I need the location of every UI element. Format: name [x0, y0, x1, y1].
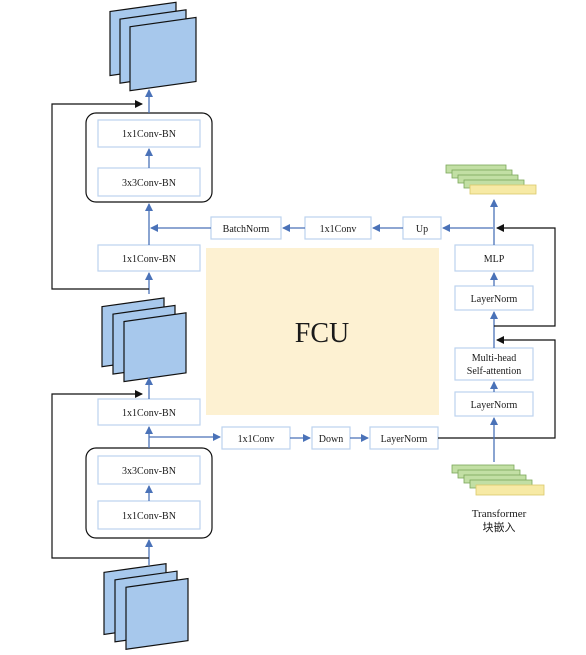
fcu-title: FCU — [295, 318, 349, 349]
layernorm-top-box — [454, 285, 534, 311]
layernorm-top-label: LayerNorm — [471, 294, 518, 305]
mhsa-label-line2: Self-attention — [467, 366, 521, 377]
fcu-up-label: Up — [416, 224, 428, 235]
top-3x3conv-bn-label: 3x3Conv-BN — [122, 178, 176, 189]
transformer-caption-line2: 块嵌入 — [483, 521, 516, 534]
transformer-caption-line1: Transformer — [472, 508, 527, 520]
output-feature-maps — [109, 1, 197, 92]
mid-upper-1x1conv-bn-label: 1x1Conv-BN — [122, 254, 176, 265]
residual-bottom — [51, 390, 149, 559]
fcu-batchnorm-label: BatchNorm — [223, 224, 270, 235]
mid-lower-1x1conv-bn-label: 1x1Conv-BN — [122, 408, 176, 419]
mlp-label: MLP — [484, 254, 505, 265]
top-1x1conv-bn-label: 1x1Conv-BN — [122, 129, 176, 140]
mlp-box — [454, 244, 534, 272]
layernorm-bottom-box — [454, 391, 534, 417]
bottom-1x1conv-bn-box — [97, 500, 201, 530]
fcu-down-layernorm-label: LayerNorm — [381, 434, 428, 445]
fcu-down-label: Down — [319, 434, 343, 445]
fcu-down-1x1conv-label: 1x1Conv — [238, 434, 275, 445]
residual-top — [51, 100, 149, 290]
bottom-3x3conv-bn-box — [97, 455, 201, 485]
down-path-join — [438, 336, 556, 439]
fcu-region — [206, 248, 439, 415]
top-1x1conv-bn-box — [97, 119, 201, 148]
fcu-up-1x1conv-label: 1x1Conv — [320, 224, 357, 235]
input-token-embeddings — [451, 464, 545, 496]
bottom-1x1conv-bn-label: 1x1Conv-BN — [122, 511, 176, 522]
input-feature-maps — [103, 562, 189, 650]
bottom-3x3conv-bn-label: 3x3Conv-BN — [122, 466, 176, 477]
layernorm-bottom-label: LayerNorm — [471, 400, 518, 411]
mhsa-label-line1: Multi-head — [472, 353, 516, 364]
output-token-embeddings — [445, 164, 537, 195]
residual-transformer — [494, 224, 556, 327]
middle-feature-maps — [101, 297, 187, 383]
